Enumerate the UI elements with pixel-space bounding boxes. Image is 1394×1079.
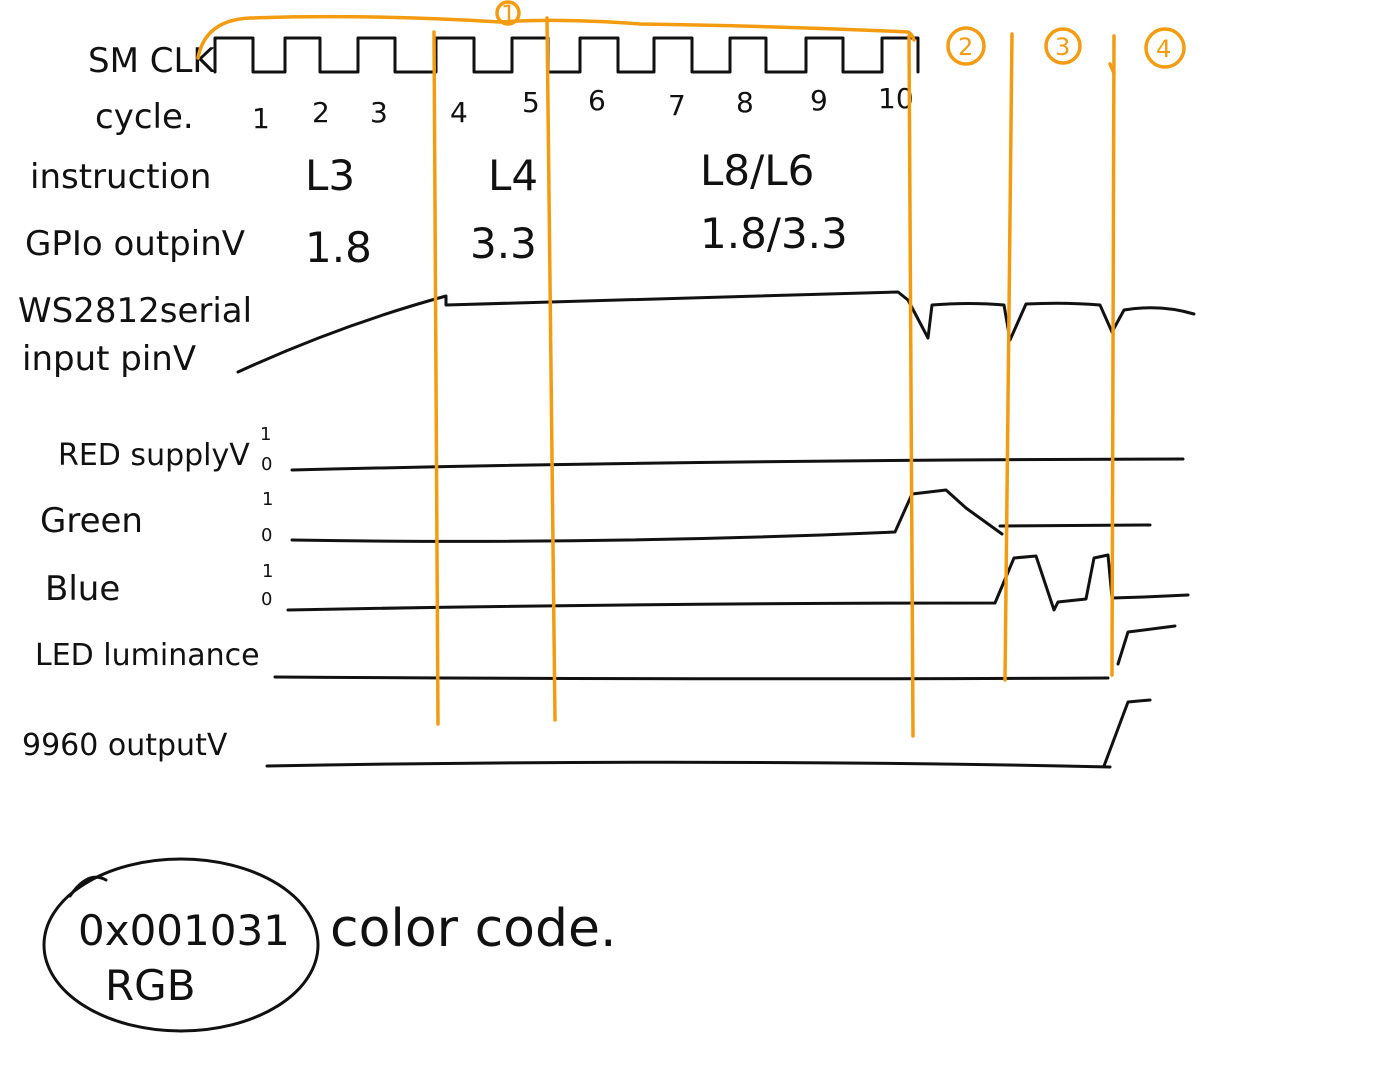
section-3-marker xyxy=(1044,27,1082,65)
section-3-boundary-line xyxy=(1003,32,1014,682)
cycle-number: 9 xyxy=(810,84,828,117)
scale-one: 1 xyxy=(262,561,273,582)
cycle-number: 5 xyxy=(522,86,540,119)
cycle-number: 6 xyxy=(588,84,606,117)
ws2812-input-label-line2: input pinV xyxy=(22,339,196,379)
section-4-boundary-line xyxy=(1110,34,1116,677)
color-code-value: 0x001031 xyxy=(78,906,290,955)
smclk-label: SM CLK xyxy=(88,41,216,81)
smclk-waveform xyxy=(213,36,920,74)
cycle-number: 2 xyxy=(312,96,330,129)
ws2812-input-waveform xyxy=(236,290,1196,374)
color-code-format: RGB xyxy=(105,961,196,1010)
gpio-output-label: GPIo outpinV xyxy=(25,224,245,264)
section-2-number: 2 xyxy=(958,33,973,61)
section-2-marker xyxy=(946,26,986,66)
cycle-number: 7 xyxy=(668,89,686,122)
9960-output-waveform xyxy=(265,698,1152,769)
ws2812-input-label-line1: WS2812serial xyxy=(18,291,252,331)
section-4-top-tick xyxy=(1108,62,1116,75)
color-code-ellipse-stroke xyxy=(68,875,108,898)
scale-one: 1 xyxy=(262,489,273,510)
instruction-l8-l6: L8/L6 xyxy=(700,146,814,195)
cycle-number: 1 xyxy=(252,102,270,135)
scale-zero: 0 xyxy=(261,454,272,475)
blue-waveform xyxy=(286,553,1190,612)
scale-zero: 0 xyxy=(261,525,272,546)
green-label: Green xyxy=(40,501,143,541)
led-luminance-waveform xyxy=(273,624,1177,681)
red-supply-waveform xyxy=(290,457,1185,472)
instruction-l4: L4 xyxy=(488,151,538,200)
section-2-boundary-line xyxy=(907,34,915,738)
section-4-number: 4 xyxy=(1156,35,1171,63)
green-waveform xyxy=(290,488,1152,543)
scale-zero: 0 xyxy=(261,589,272,610)
scale-marks: 1 0 1 0 1 0 xyxy=(260,424,273,610)
gpio-voltage-3: 1.8/3.3 xyxy=(700,209,848,258)
cycle-4-boundary-line xyxy=(432,30,440,726)
cycle-label: cycle. xyxy=(95,97,194,137)
cycle-number: 8 xyxy=(736,86,754,119)
color-code-caption: color code. xyxy=(330,899,617,959)
color-code-ellipse xyxy=(42,857,320,1033)
scale-one: 1 xyxy=(260,424,271,445)
cycle-number: 4 xyxy=(450,96,468,129)
gpio-voltage-2: 3.3 xyxy=(470,219,537,268)
instruction-l3: L3 xyxy=(305,151,355,200)
cycle-number: 3 xyxy=(370,96,388,129)
section-1-brace xyxy=(196,14,916,60)
blue-label: Blue xyxy=(45,569,120,609)
red-supply-label: RED supplyV xyxy=(58,438,250,473)
section-1-marker xyxy=(495,0,521,26)
cycle-5-boundary-line xyxy=(545,16,557,722)
led-luminance-label: LED luminance xyxy=(35,638,260,673)
section-4-marker xyxy=(1144,27,1186,69)
cycle-numbers: 1 2 3 4 5 6 7 8 9 10 xyxy=(252,82,914,135)
instruction-label: instruction xyxy=(30,157,211,197)
section-1-number: 1 xyxy=(501,0,516,28)
9960-output-label: 9960 outputV xyxy=(22,728,228,763)
gpio-voltage-1: 1.8 xyxy=(305,223,372,272)
section-3-number: 3 xyxy=(1055,33,1070,61)
